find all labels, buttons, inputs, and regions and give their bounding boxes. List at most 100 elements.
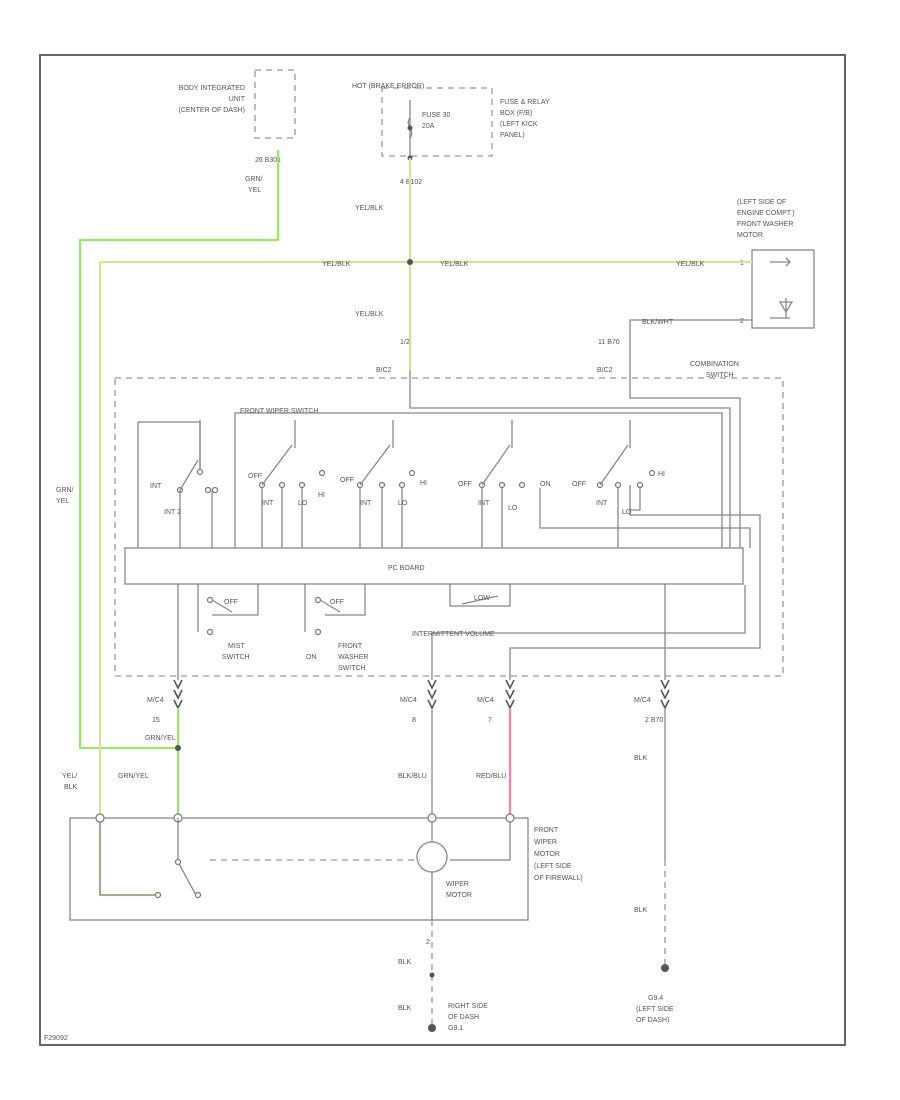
sw-lo-c: LO <box>508 505 518 512</box>
fuse-box <box>381 87 493 157</box>
connector-chevrons <box>173 679 670 710</box>
wash-blade <box>319 599 341 613</box>
on-label: ON <box>306 654 317 661</box>
mist-switch-wiring <box>177 584 259 680</box>
sw-int-a: INT <box>262 500 274 507</box>
label-yel-blk-3: YEL/BLK <box>440 261 469 268</box>
sw-off-mist: OFF <box>224 599 238 606</box>
mist-switch-1: MIST <box>228 643 245 650</box>
front-wiper-motor-5: OF FIREWALL) <box>534 875 583 882</box>
pc-board-label: PC BOARD <box>388 565 425 572</box>
conn-c2b: B/C2 <box>376 367 392 374</box>
biu-pin: 26 B301 <box>255 157 281 164</box>
motor-term-1 <box>95 813 105 823</box>
label-blk-blu: BLK/BLU <box>398 773 427 780</box>
sw-hi-a: HI <box>318 492 325 499</box>
conn-c3: 11 B70 <box>598 339 620 346</box>
motor-sw-pin-3 <box>194 891 202 899</box>
fuse-relay-2: BOX (F/B) <box>500 110 532 117</box>
sw-off2: OFF <box>340 477 354 484</box>
motor-armature <box>416 841 448 873</box>
figure-code: F29092 <box>44 1035 68 1042</box>
mist-blade <box>211 599 233 613</box>
inner-wire-5 <box>431 585 746 680</box>
m2-pin: 8 <box>412 717 416 724</box>
fuse-label-2: 20A <box>422 123 435 130</box>
label-grn-yel-side-1: GRN/ <box>56 487 74 494</box>
front-wiper-motor-3: MOTOR <box>534 851 560 858</box>
int-volume-mark: LOW <box>474 595 490 602</box>
washer-motor-symbol <box>778 301 794 314</box>
m3-pin: 7 <box>488 717 492 724</box>
ground-right-node-1 <box>429 972 435 978</box>
fuse-pin: 4 B102 <box>400 179 422 186</box>
m2-name: M/C4 <box>400 697 417 704</box>
motor-p2: 2 <box>426 939 430 946</box>
label-yel-blk-5: YEL/BLK <box>355 311 384 318</box>
mist-pin-1 <box>206 628 214 636</box>
motor-sw-pin-2 <box>154 891 162 899</box>
sw-off-wash: OFF <box>330 599 344 606</box>
washer-switch-wiring <box>304 584 366 632</box>
sw-off3: OFF <box>458 481 472 488</box>
biu-wire-label-1: GRN/ <box>245 176 263 183</box>
switch-contacts <box>176 420 656 548</box>
front-wiper-motor-4: (LEFT SIDE <box>534 863 572 870</box>
fuse-relay-3: (LEFT KICK <box>500 121 538 128</box>
washer-motor-4: MOTOR <box>737 232 763 239</box>
biu-label-1: BODY INTEGRATED <box>179 85 245 92</box>
washer-motor-1: (LEFT SIDE OF <box>737 199 786 206</box>
mist-switch-2: SWITCH <box>222 654 250 661</box>
label-grn-yel-2: GRN/YEL <box>118 773 149 780</box>
sw-lo-a: LO <box>298 500 308 507</box>
int-switch-outline <box>137 421 201 548</box>
biu-wire-label-2: YEL <box>248 187 261 194</box>
diagram-frame <box>39 54 846 1046</box>
wiper-motor-2: MOTOR <box>446 892 472 899</box>
label-yel-blk-2: YEL/BLK <box>322 261 351 268</box>
sw-hi-b: HI <box>420 480 427 487</box>
label-yel-blk-left-1: YEL/ <box>62 773 77 780</box>
motor-internal-wiring <box>99 818 511 896</box>
inner-wire-1 <box>409 370 731 548</box>
m1-name: M/C4 <box>147 697 164 704</box>
biu-label-3: (CENTER OF DASH) <box>179 107 246 114</box>
combo-label-1: COMBINATION <box>690 361 739 368</box>
conn-c3b: B/C2 <box>597 367 613 374</box>
motor-sw-pin-1 <box>174 858 182 866</box>
combination-switch-box <box>114 377 784 677</box>
sw-int-d: INT <box>596 500 608 507</box>
label-red-blu: RED/BLU <box>476 773 506 780</box>
wiper-motor-1: WIPER <box>446 881 469 888</box>
washer-pin-2: 2 <box>740 318 744 325</box>
motor-term-3 <box>427 813 437 823</box>
sw-lo-b: LO <box>398 500 408 507</box>
ground-right-2: OF DASH <box>448 1014 479 1021</box>
front-wiper-switch-label: FRONT WIPER SWITCH <box>240 408 318 415</box>
washer-motor-box <box>751 249 815 329</box>
wash-pin-2 <box>314 596 322 604</box>
ground-right-1: RIGHT SIDE <box>448 1003 488 1010</box>
front-wiper-motor-2: WIPER <box>534 839 557 846</box>
combo-label-2: SWITCH <box>706 372 734 379</box>
washer-motor-3: FRONT WASHER <box>737 221 793 228</box>
front-wiper-motor-1: FRONT <box>534 827 559 834</box>
front-wiper-motor-box <box>69 817 529 921</box>
label-grn-yel-1: GRN/YEL <box>145 735 176 742</box>
m3-name: M/C4 <box>477 697 494 704</box>
conn-c2: 1/2 <box>400 339 410 346</box>
label-yel-blk-left-2: BLK <box>64 784 78 791</box>
wash-pin-1 <box>314 628 322 636</box>
front-wiper-switch-outline <box>234 412 723 548</box>
sw-int: INT <box>150 483 162 490</box>
junction-node-1 <box>407 259 413 265</box>
label-grn-yel-side-2: YEL <box>56 498 69 505</box>
ground-right-node-2 <box>428 1024 436 1032</box>
washer-switch-1: FRONT <box>338 643 363 650</box>
mist-pin-2 <box>206 596 214 604</box>
hot-label: HOT (BRAKE ERROR) <box>352 83 424 90</box>
label-blk-wht: BLK/WHT <box>642 319 674 326</box>
int-volume-symbol <box>449 584 511 607</box>
body-integrated-unit-box <box>254 69 296 139</box>
